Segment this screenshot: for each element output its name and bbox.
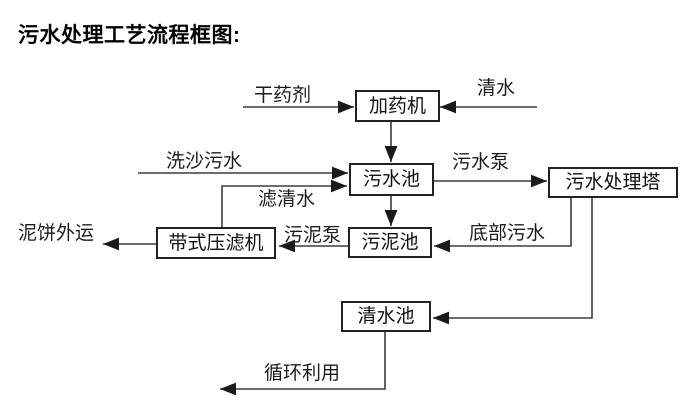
flow-label-bottom-sewage: 底部污水 <box>469 223 546 244</box>
edge-tower-to-clean-pool-arrow <box>433 198 593 325</box>
flow-label-dry-chemical: 干药剂 <box>254 85 312 106</box>
node-sludge-pool: 污泥池 <box>348 227 432 258</box>
flow-label-clean-water: 清水 <box>477 78 516 99</box>
node-dosing-machine: 加药机 <box>355 90 440 122</box>
edge-filtered-water-arrow <box>221 179 347 227</box>
diagram-title: 污水处理工艺流程框图: <box>18 24 241 47</box>
flow-label-sludge-pump: 污泥泵 <box>284 225 342 246</box>
node-belt-filter-press: 带式压滤机 <box>156 227 276 259</box>
flow-label-sand-washing-sewage: 洗沙污水 <box>166 151 243 172</box>
node-sewage-pool: 污水池 <box>349 163 434 196</box>
edge-recycling-arrow <box>220 332 386 396</box>
flow-label-filtered-water: 滤清水 <box>258 189 316 210</box>
flow-label-mud-cake-outbound: 泥饼外运 <box>18 223 95 244</box>
flow-label-recycling: 循环利用 <box>264 363 341 384</box>
flow-label-sewage-pump: 污水泵 <box>452 152 510 173</box>
edge-bottom-sewage-arrow <box>434 198 572 253</box>
node-clean-water-pool: 清水池 <box>341 301 431 332</box>
node-sewage-treatment-tower: 污水处理塔 <box>548 167 678 198</box>
